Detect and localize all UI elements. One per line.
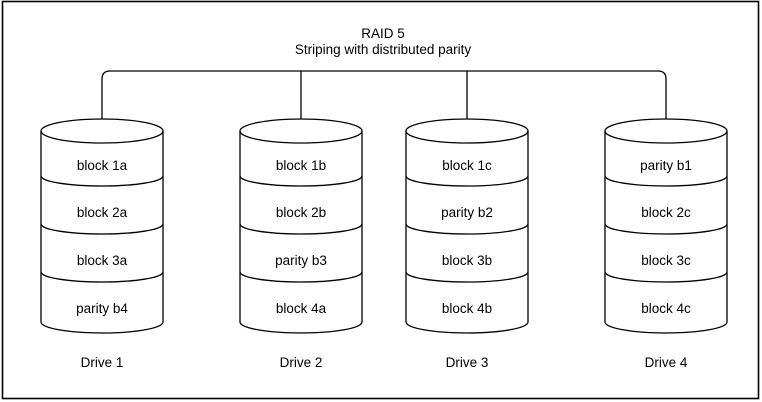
block-label: block 3a bbox=[77, 253, 128, 268]
block-label: block 2b bbox=[276, 205, 326, 220]
diagram-subtitle: Striping with distributed parity bbox=[295, 42, 472, 57]
cylinder-top-ellipse bbox=[239, 118, 363, 144]
cylinder-body bbox=[405, 131, 529, 334]
block-label: parity b3 bbox=[275, 253, 327, 268]
cylinder-divider bbox=[405, 175, 529, 187]
block-label: block 1b bbox=[276, 158, 326, 173]
block-label: block 4c bbox=[641, 301, 691, 316]
drive-label: Drive 3 bbox=[446, 355, 489, 370]
cylinder-divider bbox=[405, 271, 529, 283]
drive-label: Drive 4 bbox=[645, 355, 688, 370]
block-label: block 4b bbox=[442, 301, 492, 316]
drive-label: Drive 1 bbox=[81, 355, 124, 370]
cylinder-body bbox=[40, 131, 164, 334]
drive-2: block 1b block 2b parity b3 block 4a Dri… bbox=[239, 118, 363, 370]
block-label: block 2c bbox=[641, 205, 691, 220]
drive-4: parity b1 block 2c block 3c block 4c Dri… bbox=[604, 118, 728, 370]
cylinder-top-ellipse bbox=[604, 118, 728, 144]
cylinder-divider bbox=[604, 223, 728, 235]
block-label: block 1a bbox=[77, 158, 128, 173]
bus-connector-line bbox=[101, 70, 667, 119]
diagram-title: RAID 5 bbox=[361, 26, 405, 41]
cylinder-top-ellipse bbox=[405, 118, 529, 144]
cylinder-divider bbox=[239, 223, 363, 235]
cylinder-divider bbox=[604, 271, 728, 283]
cylinder-divider bbox=[239, 271, 363, 283]
cylinder-divider bbox=[40, 223, 164, 235]
drive-3: block 1c parity b2 block 3b block 4b Dri… bbox=[405, 118, 529, 370]
block-label: parity b1 bbox=[640, 158, 692, 173]
cylinder-divider bbox=[239, 175, 363, 187]
cylinder-divider bbox=[604, 175, 728, 187]
block-label: block 4a bbox=[276, 301, 327, 316]
block-label: parity b2 bbox=[441, 205, 493, 220]
cylinder-top-ellipse bbox=[40, 118, 164, 144]
cylinder-divider bbox=[405, 223, 529, 235]
block-label: block 2a bbox=[77, 205, 128, 220]
cylinder-divider bbox=[40, 175, 164, 187]
drive-1: block 1a block 2a block 3a parity b4 Dri… bbox=[40, 118, 164, 370]
cylinder-body bbox=[239, 131, 363, 334]
cylinder-body bbox=[604, 131, 728, 334]
block-label: block 1c bbox=[442, 158, 492, 173]
block-label: parity b4 bbox=[76, 301, 128, 316]
cylinder-divider bbox=[40, 271, 164, 283]
block-label: block 3c bbox=[641, 253, 691, 268]
drive-label: Drive 2 bbox=[280, 355, 323, 370]
block-label: block 3b bbox=[442, 253, 492, 268]
